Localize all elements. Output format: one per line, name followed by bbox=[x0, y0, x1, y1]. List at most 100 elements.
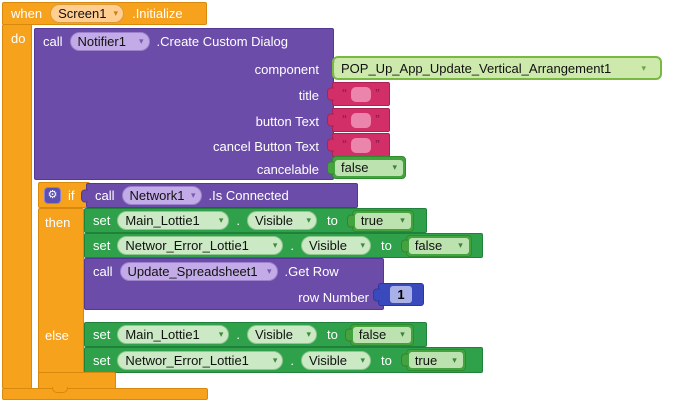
set-main-lottie-visible-block-else[interactable]: set Main_Lottie1 ▾ . Visible ▾ to false … bbox=[84, 322, 427, 347]
network-dropdown-value: Network1 bbox=[129, 188, 185, 203]
else-label: else bbox=[45, 328, 69, 343]
dropdown-arrow-icon: ▾ bbox=[360, 354, 365, 365]
close-quote: ” bbox=[375, 139, 380, 150]
logic-true-block[interactable]: true ▾ bbox=[346, 209, 414, 232]
plug-tab bbox=[327, 138, 334, 152]
param-row-number-label: row Number bbox=[298, 290, 369, 305]
dropdown-arrow-icon: ▾ bbox=[266, 266, 272, 276]
string-text-field[interactable] bbox=[351, 86, 371, 102]
component-dropdown[interactable]: Networ_Error_Lottie1 ▾ bbox=[117, 350, 284, 370]
plug-tab bbox=[344, 328, 352, 341]
close-quote: ” bbox=[375, 88, 380, 99]
string-text-field[interactable] bbox=[351, 112, 371, 128]
component-dropdown[interactable]: Main_Lottie1 ▾ bbox=[117, 325, 230, 344]
open-quote: “ bbox=[342, 139, 347, 150]
property-dropdown-value: Visible bbox=[254, 213, 294, 228]
property-dropdown-value: Visible bbox=[254, 327, 294, 342]
title-empty-string-block[interactable]: “ ” bbox=[327, 82, 390, 106]
when-label: when bbox=[11, 6, 43, 21]
string-text-field[interactable] bbox=[351, 137, 371, 153]
notifier-dropdown[interactable]: Notifier1 ▾ bbox=[69, 32, 150, 51]
param-cancel-button-text-label: cancel Button Text bbox=[213, 139, 319, 154]
plug-tab bbox=[81, 189, 88, 202]
dot-separator: . bbox=[290, 238, 294, 253]
notifier-dropdown-value: Notifier1 bbox=[77, 34, 126, 49]
plug-tab bbox=[373, 288, 380, 301]
notifier-create-dialog-block[interactable]: call Notifier1 ▾ .Create Custom Dialog c… bbox=[34, 28, 334, 180]
if-block-spine[interactable]: then else bbox=[38, 208, 84, 374]
logic-false-block[interactable]: false ▾ bbox=[344, 323, 414, 346]
component-value-text: POP_Up_App_Update_Vertical_Arrangement1 bbox=[341, 60, 612, 76]
dropdown-arrow-icon: ▾ bbox=[272, 354, 278, 365]
call-label: call bbox=[93, 264, 113, 279]
open-quote: “ bbox=[342, 88, 347, 99]
component-value-block[interactable]: POP_Up_App_Update_Vertical_Arrangement1 … bbox=[332, 56, 662, 80]
dropdown-arrow-icon: ▾ bbox=[452, 354, 457, 365]
component-dropdown[interactable]: Networ_Error_Lottie1 ▾ bbox=[117, 236, 284, 255]
logic-value-text: true bbox=[360, 213, 384, 228]
plug-tab bbox=[400, 353, 408, 367]
property-dropdown[interactable]: Visible ▾ bbox=[246, 211, 317, 230]
dropdown-arrow-icon: ▾ bbox=[392, 162, 397, 172]
dropdown-arrow-icon: ▾ bbox=[272, 240, 278, 250]
dropdown-arrow-icon: ▾ bbox=[218, 329, 224, 339]
set-network-error-lottie-visible-block[interactable]: set Networ_Error_Lottie1 ▾ . Visible ▾ t… bbox=[84, 233, 483, 258]
param-cancelable-label: cancelable bbox=[256, 162, 319, 177]
dropdown-arrow-icon: ▾ bbox=[458, 240, 463, 250]
logic-value-text: true bbox=[414, 352, 438, 368]
plug-tab bbox=[327, 161, 334, 174]
open-quote: “ bbox=[342, 114, 347, 125]
logic-false-block[interactable]: false ▾ bbox=[400, 234, 472, 257]
to-label: to bbox=[380, 352, 392, 368]
logic-true-block[interactable]: true ▾ bbox=[400, 349, 466, 371]
do-label: do bbox=[11, 31, 26, 46]
dropdown-arrow-icon: ▾ bbox=[641, 62, 646, 73]
dropdown-arrow-icon: ▾ bbox=[138, 36, 144, 46]
dot-separator: . bbox=[290, 352, 294, 368]
network-is-connected-block[interactable]: call Network1 ▾ .Is Connected bbox=[81, 183, 358, 208]
property-dropdown[interactable]: Visible ▾ bbox=[246, 325, 317, 344]
plug-tab bbox=[334, 61, 335, 75]
number-one-block[interactable]: 1 bbox=[373, 283, 424, 306]
dropdown-arrow-icon: ▾ bbox=[306, 329, 311, 339]
cancelable-false-block[interactable]: false ▾ bbox=[327, 156, 406, 179]
set-main-lottie-visible-block[interactable]: set Main_Lottie1 ▾ . Visible ▾ to true ▾ bbox=[84, 208, 427, 233]
to-label: to bbox=[326, 213, 338, 228]
property-dropdown[interactable]: Visible ▾ bbox=[300, 350, 371, 370]
dropdown-arrow-icon: ▾ bbox=[190, 190, 196, 200]
plug-tab bbox=[346, 214, 354, 227]
screen-dropdown[interactable]: Screen1 ▾ bbox=[50, 4, 125, 23]
spreadsheet-get-row-block[interactable]: call Update_Spreadsheet1 ▾ .Get Row row … bbox=[84, 258, 384, 310]
is-connected-method-label: .Is Connected bbox=[208, 188, 289, 203]
spreadsheet-dropdown-value: Update_Spreadsheet1 bbox=[127, 264, 258, 279]
set-label: set bbox=[93, 327, 111, 342]
if-block-bottom-bar[interactable] bbox=[38, 372, 116, 389]
dropdown-arrow-icon: ▾ bbox=[400, 329, 405, 339]
mutator-gear-icon[interactable]: ⚙ bbox=[44, 187, 61, 204]
spreadsheet-dropdown[interactable]: Update_Spreadsheet1 ▾ bbox=[119, 262, 278, 281]
button-text-empty-string-block[interactable]: “ ” bbox=[327, 108, 390, 132]
logic-value-text: false bbox=[358, 327, 387, 342]
set-network-error-lottie-visible-block-else[interactable]: set Networ_Error_Lottie1 ▾ . Visible ▾ t… bbox=[84, 347, 483, 373]
param-title-label: title bbox=[298, 88, 319, 103]
close-quote: ” bbox=[375, 114, 380, 125]
call-label: call bbox=[95, 188, 115, 203]
cancel-button-text-empty-string-block[interactable]: “ ” bbox=[327, 133, 390, 157]
component-dropdown-value: Networ_Error_Lottie1 bbox=[125, 352, 249, 368]
screen-dropdown-value: Screen1 bbox=[58, 6, 107, 21]
when-screen-initialize-block[interactable]: when Screen1 ▾ .Initialize bbox=[2, 2, 207, 25]
dropdown-arrow-icon: ▾ bbox=[360, 240, 365, 250]
param-component-label: component bbox=[254, 62, 319, 77]
component-dropdown-value: Networ_Error_Lottie1 bbox=[125, 238, 249, 253]
get-row-method-label: .Get Row bbox=[284, 264, 339, 279]
property-dropdown[interactable]: Visible ▾ bbox=[300, 236, 371, 255]
when-block-bottom-bar[interactable] bbox=[2, 388, 208, 400]
if-label: if bbox=[68, 188, 75, 203]
component-dropdown[interactable]: Main_Lottie1 ▾ bbox=[117, 211, 230, 230]
logic-value-text: false bbox=[341, 160, 369, 175]
property-dropdown-value: Visible bbox=[308, 238, 348, 253]
do-spine[interactable]: do bbox=[2, 24, 32, 389]
call-label: call bbox=[43, 34, 63, 49]
network-dropdown[interactable]: Network1 ▾ bbox=[121, 186, 202, 205]
